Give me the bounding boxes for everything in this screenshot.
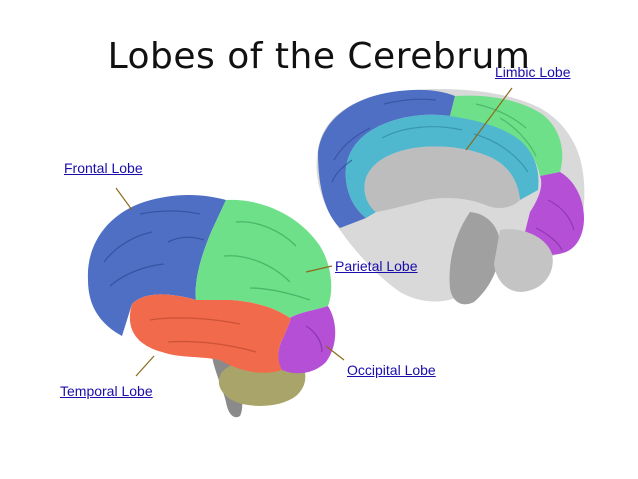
parietal-lobe-link[interactable]: Parietal Lobe xyxy=(335,258,418,274)
occipital-lobe-link[interactable]: Occipital Lobe xyxy=(347,362,436,378)
leader-lines xyxy=(115,87,513,377)
lateral-occipital-gyri xyxy=(305,325,323,353)
frontal-lobe-link[interactable]: Frontal Lobe xyxy=(64,160,143,176)
medial-parietal-gyri xyxy=(475,103,537,157)
parietal-leader-line xyxy=(305,265,333,273)
frontal-leader-line xyxy=(115,187,133,211)
limbic-lobe-link[interactable]: Limbic Lobe xyxy=(495,64,571,80)
lateral-frontal-gyri xyxy=(103,210,205,287)
temporal-lobe-link[interactable]: Temporal Lobe xyxy=(60,383,153,399)
lateral-parietal-gyri xyxy=(223,221,311,301)
medial-frontal-region xyxy=(318,89,455,228)
lateral-brain xyxy=(87,195,336,418)
medial-occipital-region xyxy=(522,172,584,255)
medial-brainstem xyxy=(449,212,501,305)
lateral-temporal-gyri xyxy=(149,317,257,353)
lateral-occipital-region xyxy=(278,306,336,374)
limbic-leader-line xyxy=(465,87,513,151)
medial-cerebellum xyxy=(494,229,553,292)
medial-brain xyxy=(316,89,585,305)
medial-occipital-gyri xyxy=(535,199,575,251)
lateral-temporal-region xyxy=(129,294,291,373)
occipital-leader-line xyxy=(325,345,345,361)
medial-limbic-gyri xyxy=(381,126,529,173)
page-title: Lobes of the Cerebrum xyxy=(107,36,531,77)
lateral-parietal-region xyxy=(195,199,332,318)
medial-corpus-callosum xyxy=(364,146,520,212)
medial-frontal-gyri xyxy=(331,98,437,183)
temporal-leader-line xyxy=(135,355,155,377)
medial-parietal-region xyxy=(450,95,563,176)
